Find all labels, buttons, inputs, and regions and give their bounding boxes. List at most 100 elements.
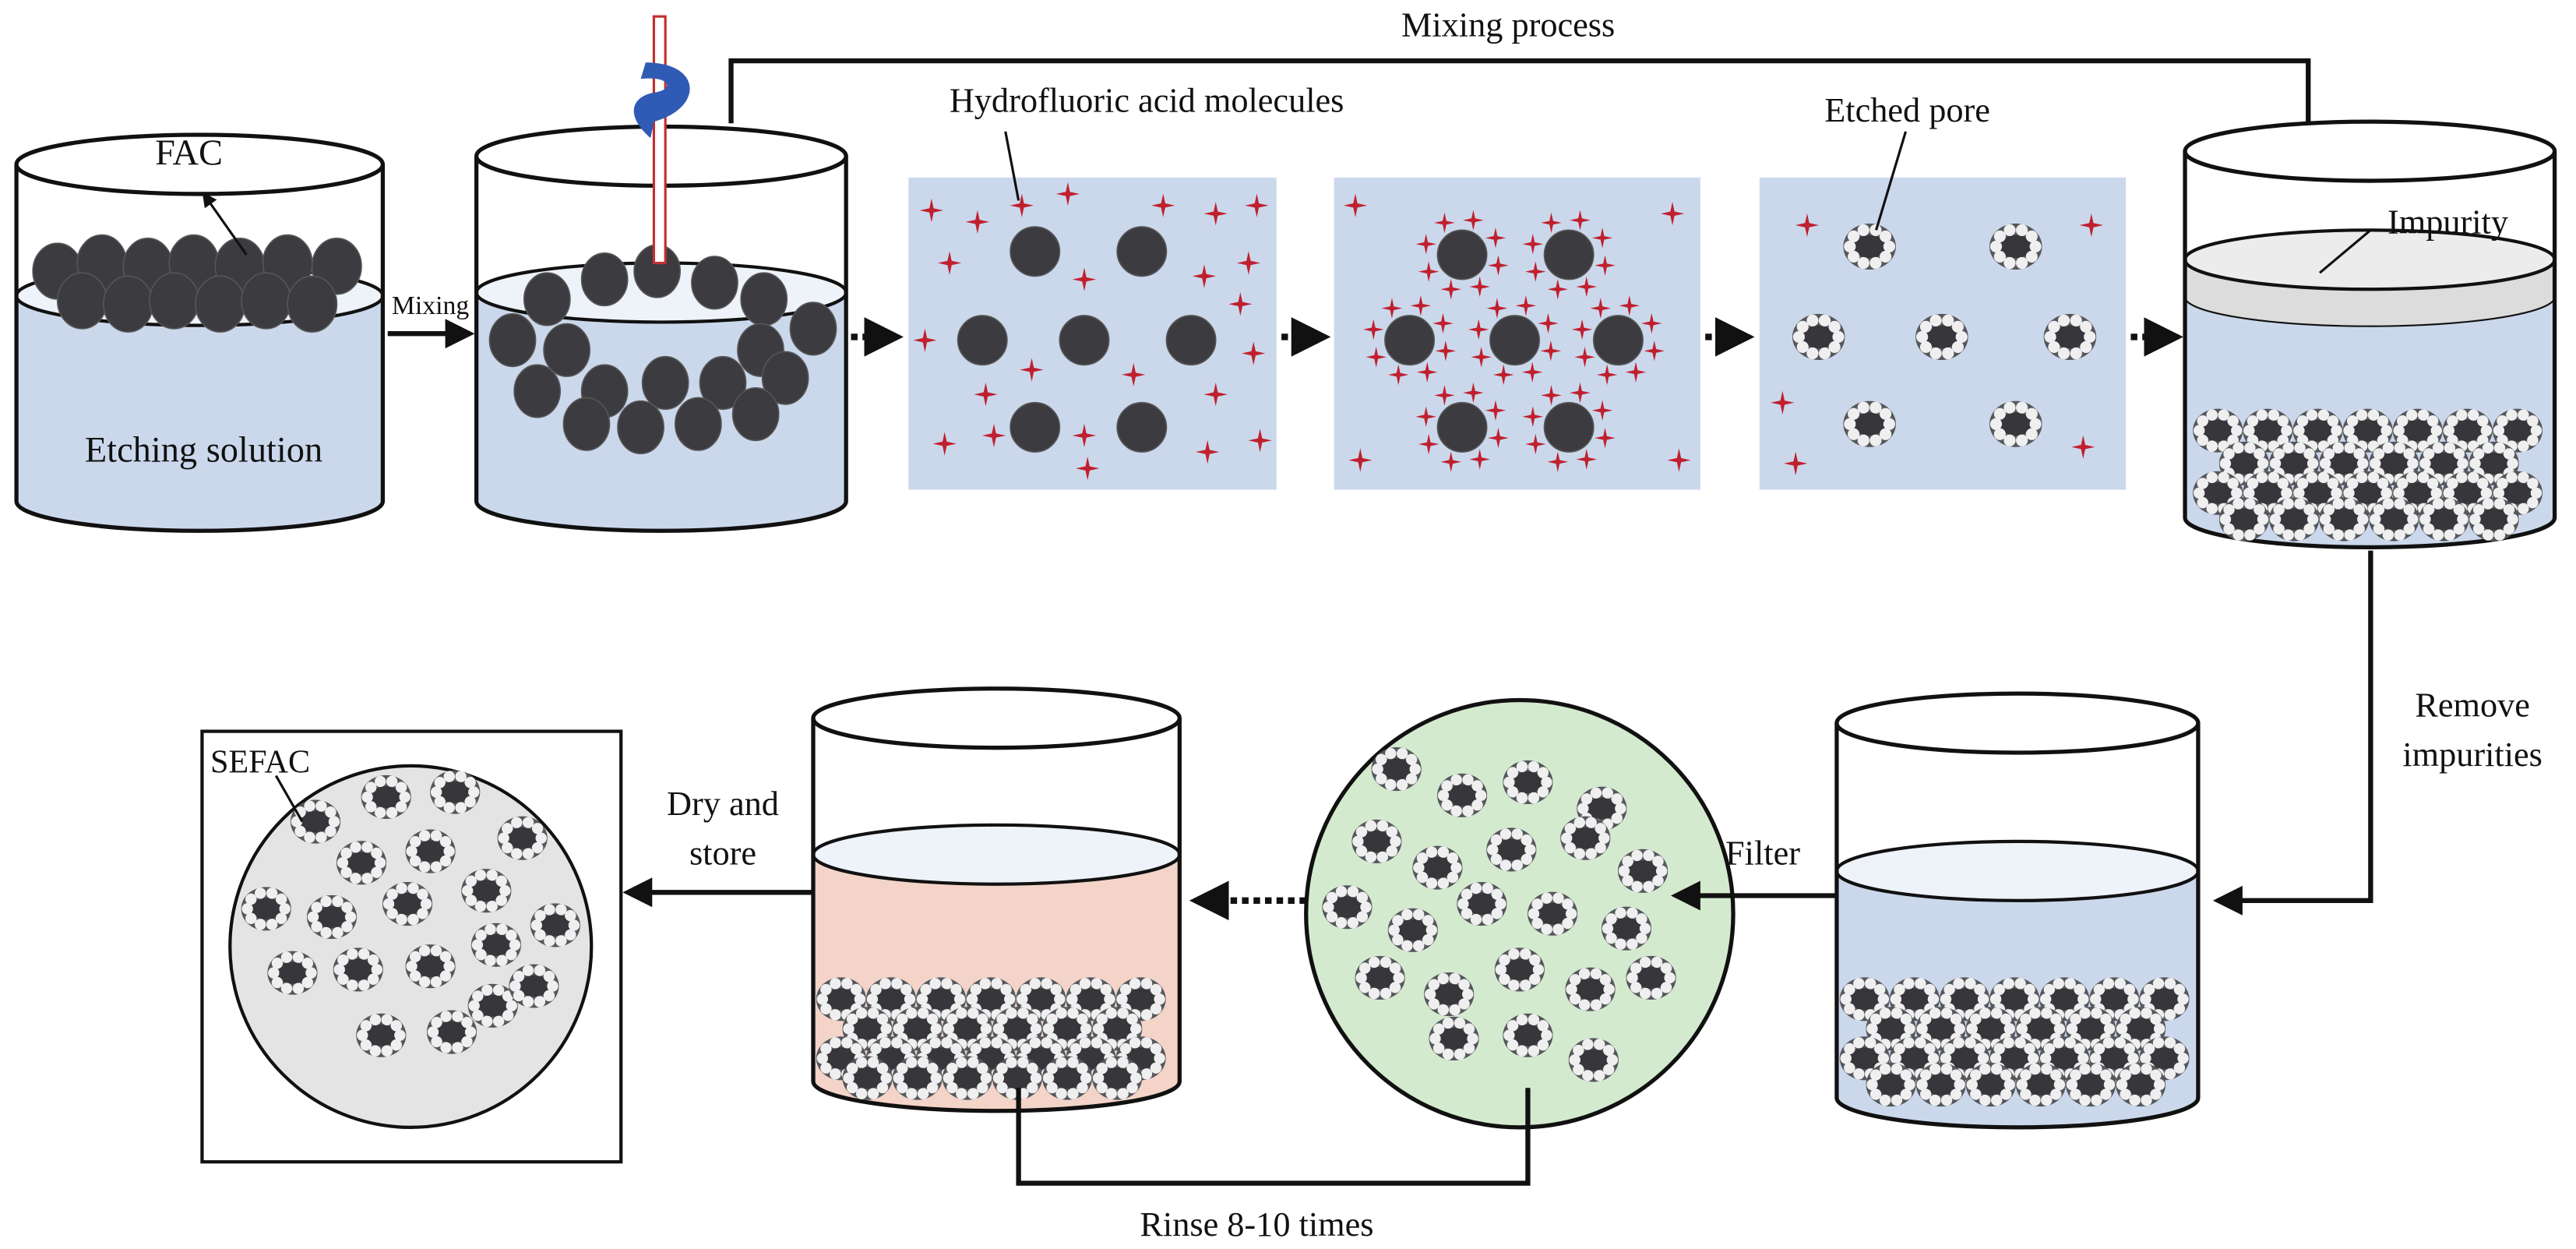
pore [2173,983,2186,996]
pore [382,898,395,910]
pore [1631,849,1643,862]
pore [440,1042,452,1053]
pore [2093,1043,2106,1055]
pore [1951,340,1964,354]
pore [2444,498,2456,510]
etched-particle [916,977,967,1021]
pore [1562,917,1573,930]
pore [361,873,373,884]
pore [2373,503,2385,516]
pore [2503,503,2515,516]
pore [2353,448,2365,460]
pore [1077,1063,1088,1074]
pore [531,841,544,854]
pore [2127,1053,2139,1064]
pore [1140,1009,1153,1021]
fac-particle [488,313,537,368]
pore [2152,1037,2165,1049]
pore [2000,1069,2012,1081]
pore [1622,856,1633,867]
pore [430,976,442,988]
pore [2014,978,2026,990]
pore [1891,1063,1903,1075]
etched-particle [2015,1062,2066,1107]
pore [1490,853,1503,866]
pore [1615,907,1626,919]
pore [1636,932,1647,944]
pore [464,777,476,789]
pore [2457,513,2469,525]
pore [2003,1078,2016,1091]
pore [870,1043,882,1055]
pore [1857,401,1869,414]
pore [485,954,496,966]
pore [386,908,398,919]
pore [455,802,467,813]
pore [1528,908,1540,919]
pore [2518,471,2529,483]
pore [2177,993,2189,1005]
pore [1006,1088,1017,1099]
pore [941,978,953,990]
pore [2331,487,2342,499]
pore [1874,983,1886,996]
pore [2294,442,2306,454]
pore [906,1007,918,1019]
pore [1848,230,1860,242]
pore [1079,1037,1091,1049]
pore [1017,993,1028,1005]
pore [2493,498,2506,510]
pore [967,1007,979,1019]
pore [1879,250,1892,263]
pore [1626,972,1638,984]
pore [943,1072,954,1084]
pore [1903,1037,1915,1049]
pore [2027,993,2039,1005]
pore [1347,886,1359,898]
pore [1919,1088,1932,1100]
pore [2070,314,2082,326]
pore [1840,1053,1852,1064]
pore [1564,823,1577,834]
pore [465,894,477,906]
pore [2243,425,2255,436]
pore [475,948,487,961]
pore [374,775,386,788]
pore [1458,979,1470,990]
pore [2127,993,2139,1005]
pore [2232,442,2244,454]
pore [1915,978,1926,990]
pore [2025,250,2038,263]
pore [1055,1088,1067,1099]
pore [2323,503,2335,516]
pore [407,913,419,926]
pore [2493,487,2505,499]
pore [2206,440,2218,452]
pore [1116,993,1128,1005]
pore [2041,1007,2053,1019]
etched-particle [842,1056,893,1100]
pore [1529,973,1541,985]
pore [1537,767,1549,778]
pore [2346,415,2359,427]
pore [1385,747,1397,760]
pore [1046,1081,1058,1094]
pore [1054,993,1066,1005]
pore [1006,1057,1017,1068]
pore [904,993,916,1005]
pore [409,855,421,867]
pore [2426,415,2439,427]
pore [1092,1072,1105,1084]
pore [409,835,421,848]
pore [2123,983,2136,996]
pore [1904,1078,1915,1091]
fac-particle [1543,401,1595,453]
pore [900,983,912,996]
pore [926,1063,939,1074]
pore [430,944,442,957]
pore [307,911,319,923]
pore [2057,347,2070,360]
pore [443,771,455,782]
pore [1117,1088,1129,1099]
pore [1950,1013,1962,1025]
